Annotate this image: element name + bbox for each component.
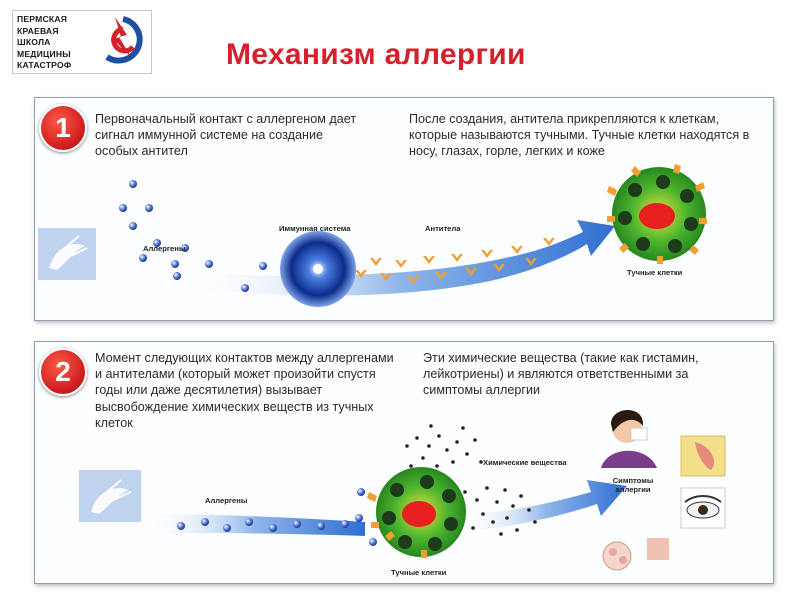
label-symptoms: Симптомы аллергии	[612, 476, 654, 494]
allergen-beetle-icon-2	[79, 470, 141, 522]
label-mast-cells-2: Тучные клетки	[391, 568, 447, 577]
step-1-diagram	[38, 164, 707, 307]
mast-cell	[607, 164, 707, 264]
flow-arrow-right	[465, 480, 627, 532]
school-logo: ПЕРМСКАЯ КРАЕВАЯ ШКОЛА МЕДИЦИНЫ КАТАСТРО…	[12, 10, 152, 74]
step-1-text-left: Первоначальный контакт с аллергеном дает…	[95, 112, 357, 159]
allergen-beetle-icon	[38, 228, 96, 280]
sneezing-woman-icon	[601, 410, 657, 468]
label-allergens-1: Аллергены	[143, 244, 186, 253]
logo-emblem-icon	[105, 16, 143, 64]
step-2-diagram	[79, 410, 726, 571]
step-2-text-right: Эти химические вещества (такие как гиста…	[423, 351, 699, 398]
page-title: Механизм аллергии	[226, 38, 526, 71]
lungs-symptom-icon	[602, 538, 669, 571]
label-allergens-2: Аллергены	[205, 496, 248, 505]
step-1-panel: 1 Первоначальный контакт с аллергеном да…	[34, 97, 774, 321]
label-chemicals: Химические вещества	[483, 458, 567, 467]
flow-arrow-left	[145, 514, 365, 536]
label-antibodies: Антитела	[425, 224, 461, 233]
label-immune-system: Иммунная система	[279, 224, 351, 233]
step-2-badge: 2	[39, 348, 87, 396]
mast-cell-2	[355, 467, 466, 558]
step-2-text-left: Момент следующих контактов между аллерге…	[95, 351, 394, 430]
label-mast-cells-1: Тучные клетки	[627, 268, 683, 277]
step-1-badge: 1	[39, 104, 87, 152]
step-2-panel: 2 Момент следующих контактов между аллер…	[34, 341, 774, 584]
allergen-particles	[119, 180, 267, 292]
step-1-text-right: После создания, антитела прикрепляются к…	[409, 112, 750, 159]
logo-text: ПЕРМСКАЯ КРАЕВАЯ ШКОЛА МЕДИЦИНЫ КАТАСТРО…	[17, 14, 72, 71]
chemical-particles	[405, 424, 537, 536]
allergen-particles-2	[177, 518, 349, 532]
eye-symptom-icon	[680, 487, 726, 529]
antibodies-stream	[355, 238, 555, 284]
nose-symptom-icon	[680, 435, 726, 477]
flow-arrow	[185, 220, 615, 296]
